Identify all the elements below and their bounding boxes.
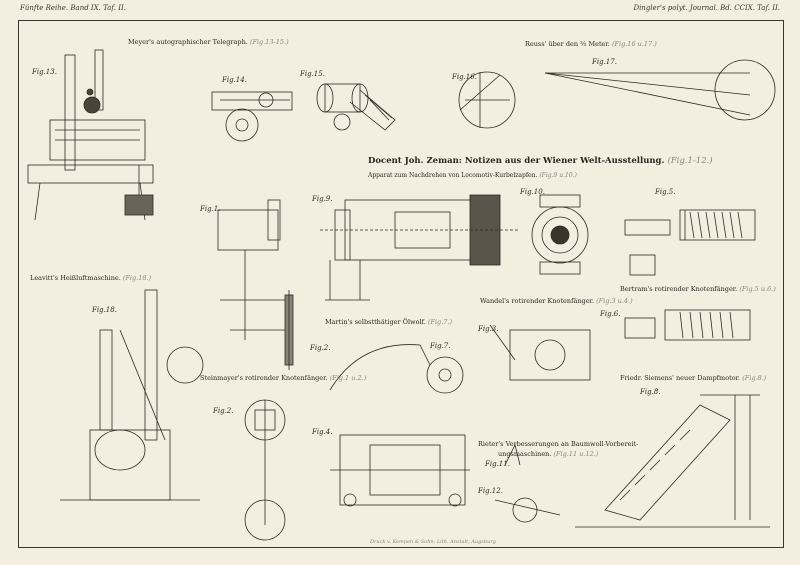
fig14-drawing [211, 91, 293, 142]
label-fig14: Fig.14. [222, 76, 247, 84]
fig16-geometry [458, 71, 516, 129]
fig15-drawing [316, 83, 396, 131]
fig3-drawing [489, 324, 591, 381]
plate-border [18, 20, 784, 548]
label-fig17: Fig.17. [592, 58, 617, 66]
caption-martin: Martin's selbstthätiger Ölwolf. (Fig.7.) [325, 318, 452, 326]
fig7-drawing [329, 344, 464, 394]
label-fig1: Fig.1. [200, 205, 221, 213]
label-fig10: Fig.10. [520, 188, 545, 196]
fig5-drawing [624, 209, 756, 276]
label-fig4: Fig.4. [312, 428, 333, 436]
label-fig2b: Fig.2. [213, 407, 234, 415]
caption-rieter: Rieter's Verbesserungen an Baumwoll-Vorb… [478, 440, 639, 448]
label-fig11: Fig.11. [485, 460, 510, 468]
header-right: Dingler's polyt. Journal. Bd. CCIX. Taf.… [633, 4, 780, 12]
label-fig16: Fig.16. [452, 73, 477, 81]
label-fig15: Fig.15. [300, 70, 325, 78]
label-fig5: Fig.5. [655, 188, 676, 196]
fig8-steam-motor-drawing [575, 394, 770, 528]
label-fig6: Fig.6. [600, 310, 621, 318]
label-fig12: Fig.12. [478, 487, 503, 495]
fig17-geometry [544, 59, 776, 121]
label-fig8: Fig.8. [640, 388, 661, 396]
caption-siemens: Friedr. Siemens' neuer Dampfmotor. (Fig.… [620, 374, 767, 382]
label-fig3: Fig.3. [478, 325, 499, 333]
fig2-gear-drawing [284, 290, 294, 370]
caption-leavitt: Leavitt's Heißluftmaschine. (Fig.18.) [30, 274, 152, 282]
fig2b-drawing [244, 399, 286, 541]
caption-bertram: Bertram's rotirender Knotenfänger. (Fig.… [620, 285, 776, 293]
fig9-lathe-drawing [320, 194, 520, 301]
label-fig7: Fig.7. [430, 342, 451, 350]
fig13-telegraph-drawing [27, 49, 154, 221]
header-left: Fünfte Reihe. Band IX. Taf. II. [20, 4, 126, 12]
fig11-12-drawing [494, 443, 561, 523]
fig18-engine-drawing [60, 289, 204, 501]
fig1-drawing [217, 199, 290, 340]
label-fig2: Fig.2. [310, 344, 331, 352]
label-fig18: Fig.18. [92, 306, 117, 314]
caption-steinmayer: Steinmayer's rotirender Knotenfänger. (F… [200, 374, 367, 382]
caption-reuss: Reuss' über den ⅔ Meter. (Fig.16 u.17.) [525, 40, 657, 48]
fig6-drawing [624, 309, 751, 341]
fig4-drawing [330, 434, 470, 507]
main-title: Docent Joh. Zeman: Notizen aus der Wiene… [368, 156, 713, 166]
label-fig13: Fig.13. [32, 68, 57, 76]
caption-wandel: Wandel's rotirender Knotenfänger. (Fig.3… [480, 297, 633, 305]
fig10-wheel-drawing [531, 194, 589, 275]
caption-meyer: Meyer's autographischer Telegraph. (Fig.… [128, 38, 289, 46]
printer-footer: Druck v. Kempen & Sohn, Lith. Anstalt, A… [370, 539, 496, 545]
caption-rieter-2: ungsmaschinen. (Fig.11 u.12.) [498, 450, 599, 458]
main-subtitle: Apparat zum Nachdrehen von Locomotiv-Kur… [368, 172, 577, 179]
label-fig9: Fig.9. [312, 195, 333, 203]
